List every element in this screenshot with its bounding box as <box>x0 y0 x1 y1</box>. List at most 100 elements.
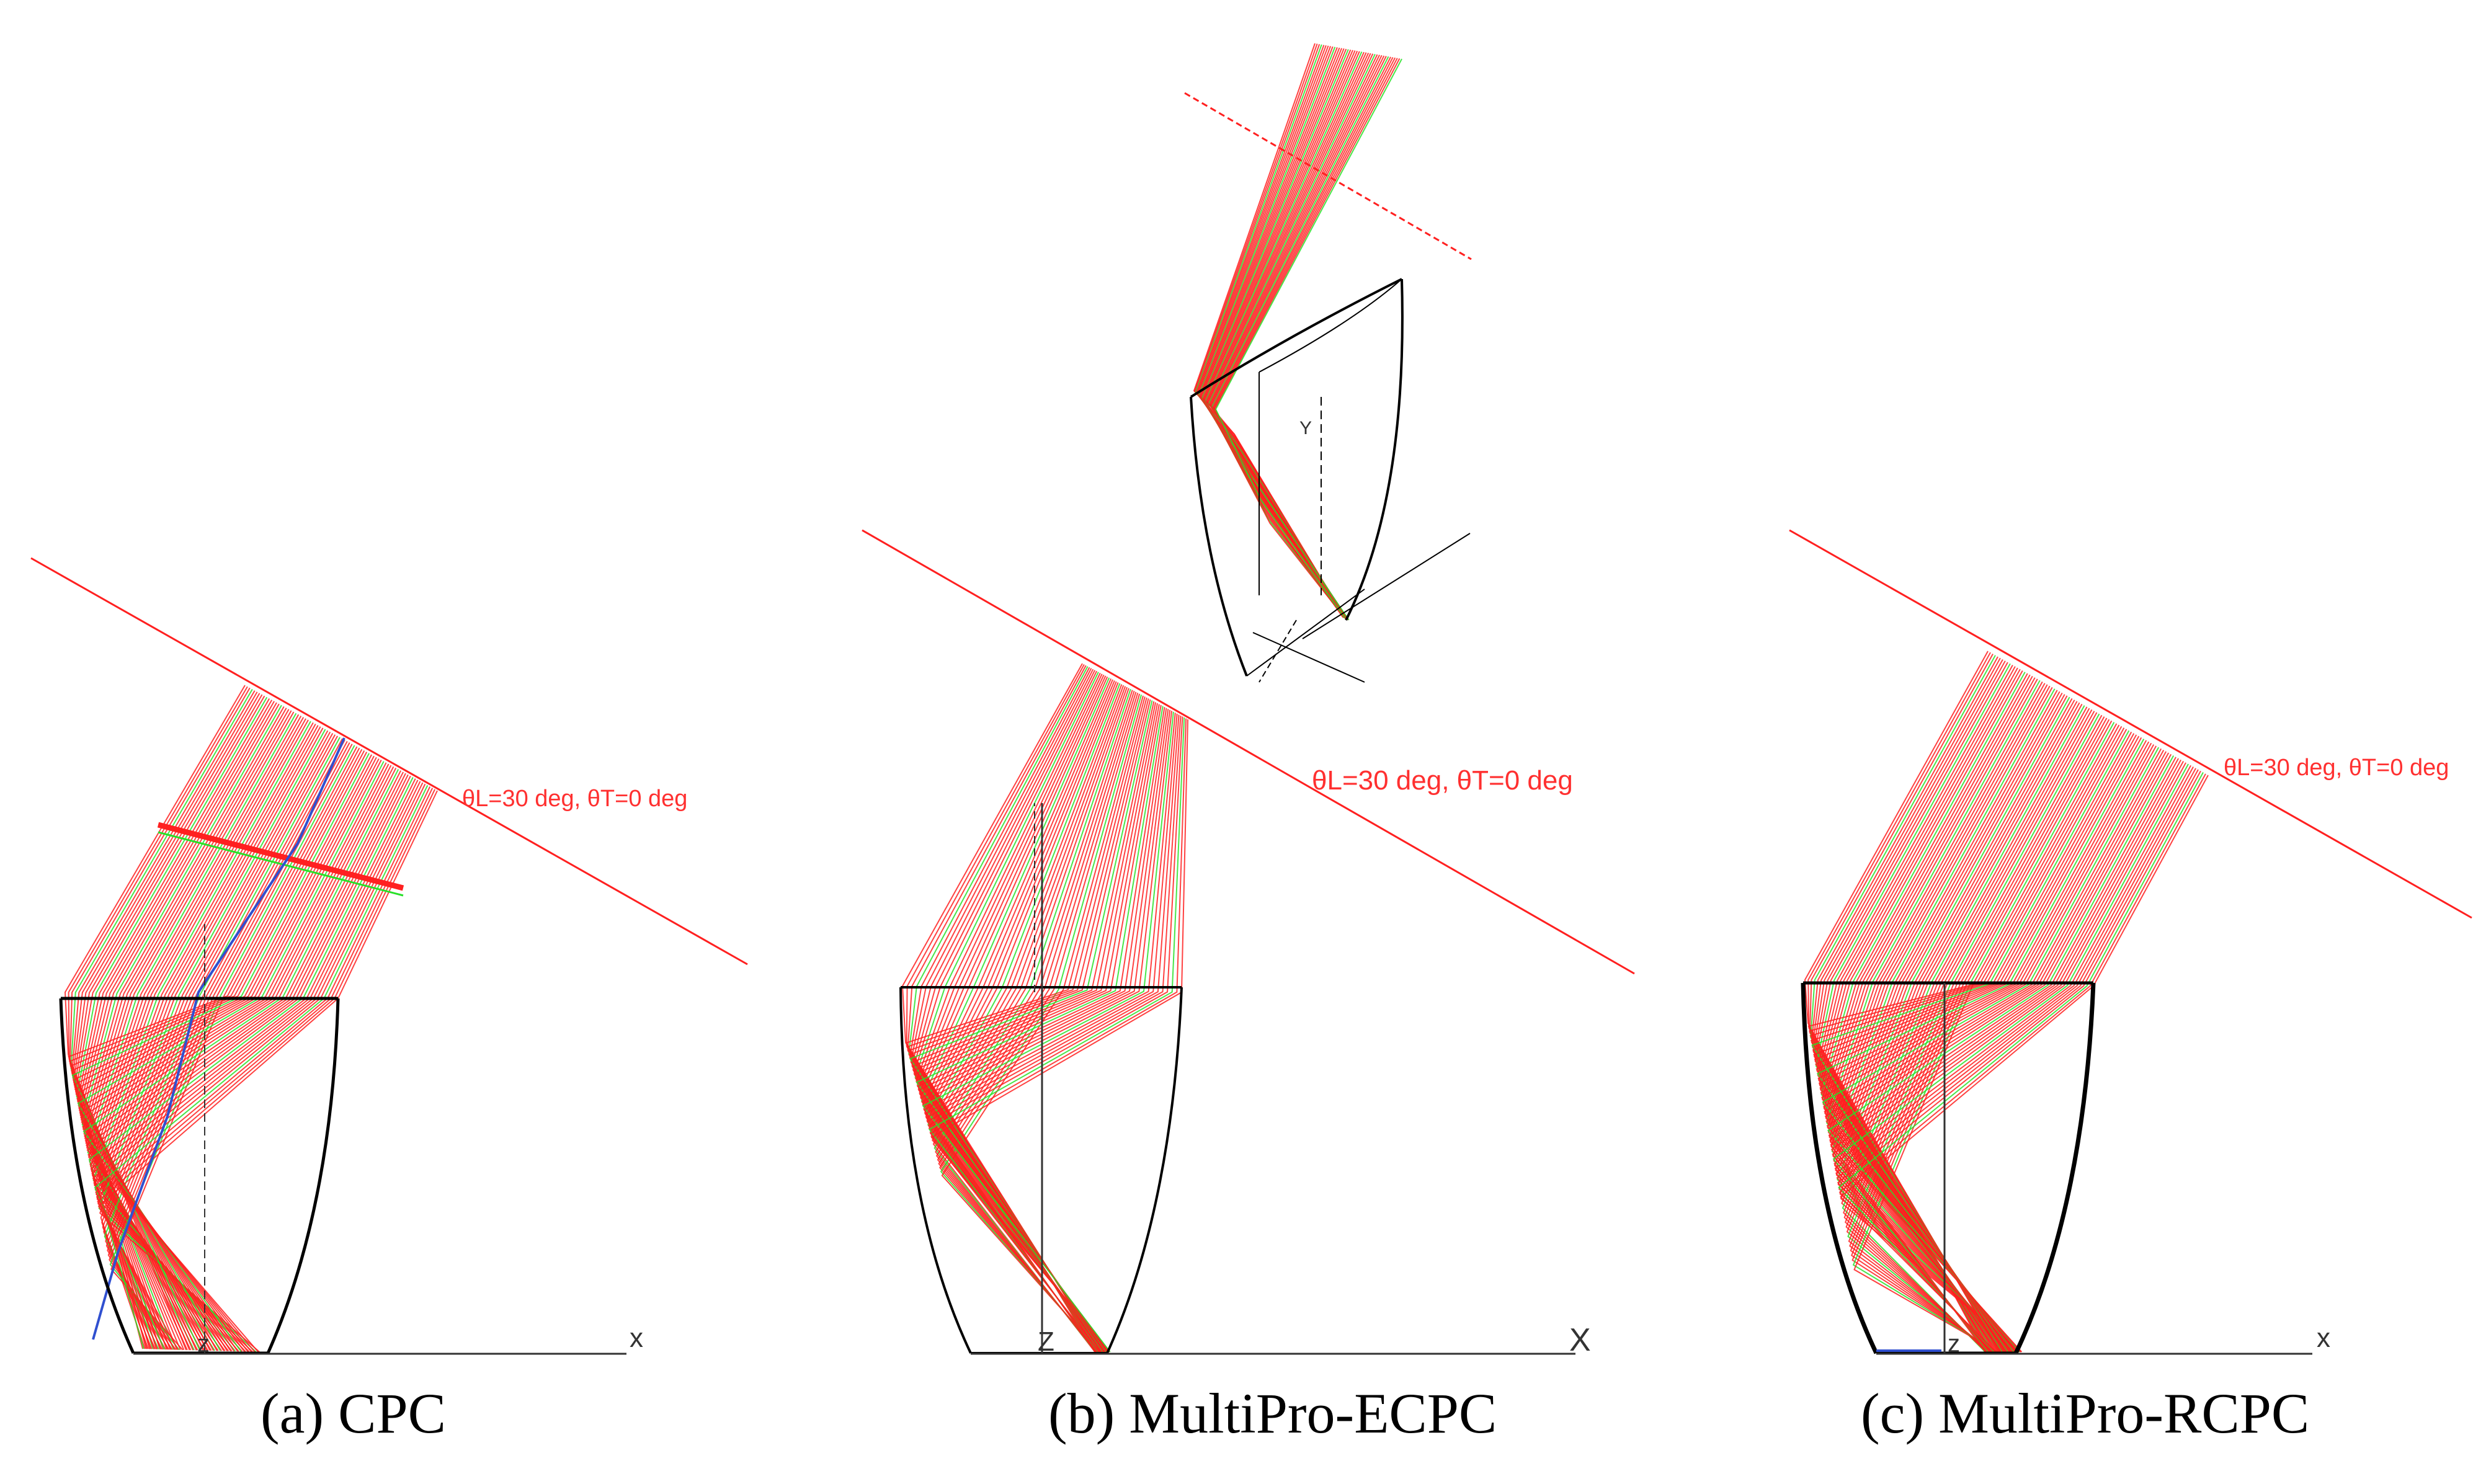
panel-cpc: x z θL=30 deg, θT=0 deg (a) CPC <box>30 557 748 1445</box>
rcpc-z-axis-label: z <box>1948 1330 1960 1357</box>
cpc-ray <box>71 753 370 1351</box>
cpc-z-axis-label: z <box>197 1330 210 1357</box>
cpc-ray <box>89 778 416 1349</box>
ecpc-ray <box>922 711 1174 1353</box>
ecpc-ray <box>930 686 1126 1353</box>
rcpc-ray <box>1816 739 2145 1353</box>
ecpc-ray <box>939 693 1141 1353</box>
rcpc-ray <box>1829 758 2179 1353</box>
rcpc-ray <box>1845 709 2093 1353</box>
cpc-ray <box>68 749 363 1351</box>
ecpc-3d-source-plane <box>1184 92 1472 260</box>
rcpc-ray <box>1824 750 2165 1353</box>
cpc-ray <box>93 783 426 1350</box>
rcpc-ray <box>1834 766 2194 1353</box>
rcpc-ray <box>1822 747 2160 1353</box>
rcpc-ray <box>1826 753 2172 1353</box>
rcpc-ray-bundle <box>1804 651 2209 1353</box>
rcpc-ray <box>1830 686 2053 1353</box>
rcpc-ray <box>1828 757 2176 1353</box>
cpc-ray <box>90 780 419 1349</box>
cpc-ray <box>77 698 270 1350</box>
ecpc-x-axis-label: X <box>1569 1322 1591 1358</box>
ecpc-3d-ray <box>1205 51 1365 619</box>
cpc-ray <box>73 755 375 1351</box>
rcpc-ray <box>1837 770 2201 1353</box>
rcpc-ray <box>1830 761 2184 1353</box>
ecpc-ray <box>930 719 1188 1353</box>
rcpc-ray <box>1845 711 2095 1353</box>
cpc-caption: (a) CPC <box>261 1382 446 1445</box>
rcpc-ray <box>1822 748 2162 1353</box>
rcpc-ray <box>1827 681 2043 1353</box>
rcpc-ray <box>1835 694 2065 1353</box>
cpc-ray <box>76 760 382 1351</box>
ecpc-ray-bundle <box>901 663 1188 1353</box>
rcpc-ray <box>1825 752 2170 1353</box>
rcpc-caption: (c) MultiPro-RCPC <box>1861 1382 2309 1445</box>
cpc-ray <box>84 709 290 1351</box>
ecpc-ray <box>931 686 1128 1353</box>
rcpc-ray <box>1820 745 2157 1353</box>
rcpc-ray <box>1829 685 2051 1353</box>
rcpc-ray <box>1833 691 2061 1353</box>
rcpc-ray <box>1835 768 2196 1353</box>
rcpc-ray <box>1843 706 2088 1353</box>
rcpc-ray <box>1825 678 2038 1353</box>
rcpc-ray <box>1838 773 2206 1353</box>
rcpc-ray <box>1838 700 2075 1353</box>
cpc-ray <box>97 790 438 1350</box>
rcpc-ray <box>1838 772 2204 1353</box>
cpc-ray <box>74 757 377 1351</box>
cpc-ray <box>97 789 436 1350</box>
rcpc-ray <box>1836 769 2199 1353</box>
cpc-ray <box>95 786 431 1350</box>
cpc-ray <box>72 754 372 1351</box>
rcpc-ray <box>1849 716 2105 1353</box>
ecpc-ray <box>907 665 1097 1353</box>
rcpc-ray <box>1819 742 2152 1353</box>
rcpc-ray <box>1825 680 2041 1353</box>
ecpc-3d-ray <box>1214 58 1402 619</box>
cpc-blue-ray <box>92 737 345 1340</box>
cpc-ray <box>69 750 365 1351</box>
rcpc-ray <box>1827 755 2175 1353</box>
rcpc-source-plane <box>1789 529 2472 919</box>
cpc-ray <box>100 731 331 1349</box>
rcpc-ray <box>1850 719 2110 1353</box>
cpc-source-plane <box>30 557 748 966</box>
rcpc-ray <box>1840 775 2209 1353</box>
ecpc-3d-ray <box>1195 44 1345 618</box>
cpc-angle-label: θL=30 deg, θT=0 deg <box>462 786 687 812</box>
rcpc-ray <box>1848 714 2103 1353</box>
ecpc-angle-label: θL=30 deg, θT=0 deg <box>1312 765 1573 796</box>
rcpc-ray <box>1832 762 2186 1353</box>
rcpc-ray <box>1850 718 2108 1353</box>
rcpc-ray <box>1833 765 2191 1353</box>
rcpc-ray <box>1851 720 2113 1353</box>
ecpc-z-axis-label: Z <box>1038 1326 1054 1357</box>
ecpc-ray <box>941 695 1144 1353</box>
panel-rcpc: x z θL=30 deg, θT=0 deg (c) MultiPro-RCP… <box>1789 529 2472 1445</box>
ecpc-source-plane <box>862 529 1635 975</box>
cpc-ray-bundle <box>64 685 438 1353</box>
rcpc-angle-label: θL=30 deg, θT=0 deg <box>2224 755 2449 781</box>
ecpc-3d-y-axis-label: Y <box>1299 418 1312 438</box>
rcpc-ray <box>1837 698 2073 1353</box>
cpc-ray <box>75 758 380 1351</box>
rcpc-ray <box>1818 741 2150 1353</box>
cpc-ray <box>87 775 411 1353</box>
rcpc-ray <box>1842 705 2085 1353</box>
ecpc-caption: (b) MultiPro-ECPC <box>1048 1382 1497 1445</box>
cpc-ray <box>94 784 429 1350</box>
panel-ecpc: X Z θL=30 deg, θT=0 deg (b) MultiPro-ECP… <box>862 43 1635 1445</box>
ecpc-ray <box>940 695 1143 1353</box>
cpc-ray <box>77 761 385 1351</box>
rcpc-x-axis-label: x <box>2317 1323 2330 1353</box>
cpc-slanted-absorber <box>157 822 404 897</box>
cpc-x-axis-label: x <box>630 1323 643 1353</box>
rcpc-ray <box>1820 744 2155 1353</box>
rcpc-ray <box>1809 727 2125 1353</box>
rcpc-ray <box>1824 751 2167 1353</box>
